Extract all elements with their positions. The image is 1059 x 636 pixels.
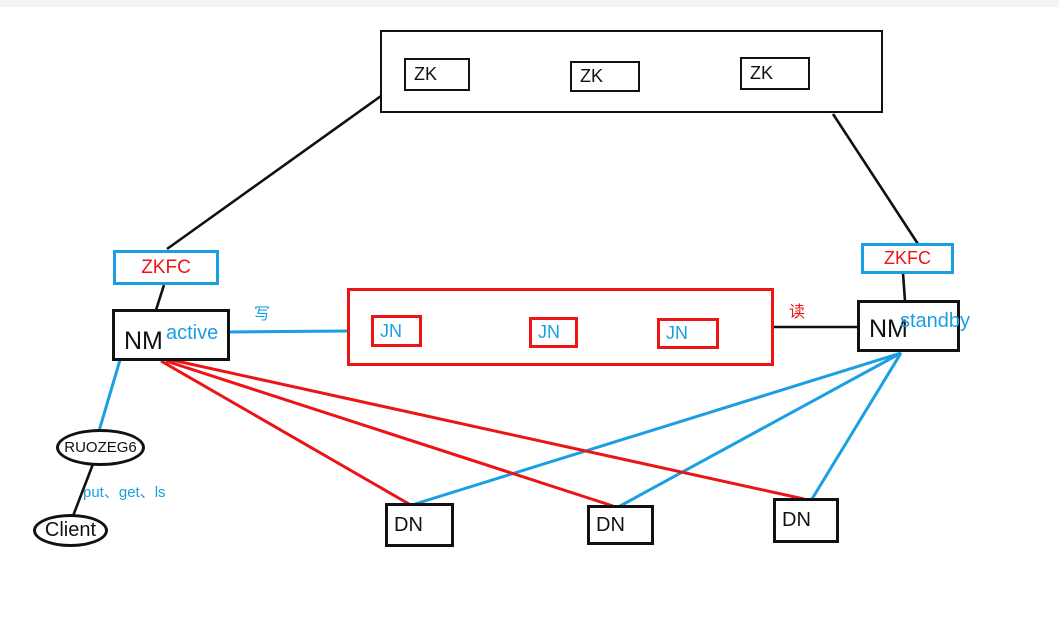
- jn-node-2-label: JN: [538, 322, 560, 342]
- edge-left-nm-to-dn3: [171, 358, 805, 501]
- zkfc-left-box: ZKFC: [113, 250, 219, 285]
- edge-right-zkfc-to-nm: [901, 272, 907, 302]
- jn-node-2: JN: [529, 317, 578, 348]
- zk-node-3: ZK: [740, 57, 810, 90]
- edge-right-nm-to-dn2: [619, 351, 902, 508]
- journal-cluster-box: [347, 288, 774, 366]
- host-ellipse: RUOZEG6: [56, 429, 145, 466]
- edge-left-nm-to-journal-write: [228, 329, 349, 334]
- zkfc-right-box: ZKFC: [861, 243, 954, 274]
- nm-standby-state-label: standby: [900, 310, 971, 332]
- edge-right-nm-to-dn3: [810, 352, 903, 500]
- top-strip: [0, 0, 1059, 7]
- zk-node-3-label: ZK: [750, 63, 774, 83]
- zk-node-2-label: ZK: [580, 66, 604, 86]
- dn-node-2-label: DN: [596, 513, 625, 536]
- write-edge-label: 写: [254, 306, 271, 323]
- nm-standby-label: NM: [869, 315, 908, 343]
- nm-active-box: NM active: [112, 309, 230, 361]
- jn-node-3: JN: [657, 318, 719, 349]
- edge-left-nm-to-host: [97, 359, 122, 432]
- host-label: RUOZEG6: [64, 439, 137, 456]
- read-edge-label: 读: [789, 304, 806, 321]
- dn-node-1: DN: [385, 503, 454, 547]
- jn-node-3-label: JN: [666, 323, 688, 343]
- jn-node-1: JN: [371, 315, 422, 347]
- zkfc-left-label: ZKFC: [141, 256, 191, 278]
- zk-node-2: ZK: [570, 61, 640, 92]
- client-ellipse: Client: [33, 514, 108, 547]
- client-label: Client: [44, 519, 97, 541]
- zk-cluster-box: [380, 30, 883, 113]
- nm-standby-box: NM standby: [857, 300, 970, 352]
- edge-zkcluster-to-right-zkfc: [831, 113, 920, 245]
- dn-node-1-label: DN: [394, 513, 423, 536]
- dn-node-3: DN: [773, 498, 839, 543]
- zkfc-right-label: ZKFC: [884, 248, 931, 268]
- edge-left-zkfc-to-nm: [154, 284, 166, 311]
- zk-node-1: ZK: [404, 58, 470, 91]
- edge-left-nm-to-dn1: [160, 359, 410, 506]
- zk-node-1-label: ZK: [414, 64, 438, 84]
- nm-active-label: NM: [124, 327, 163, 355]
- client-ops-label: put、get、ls: [83, 484, 166, 501]
- edge-zkcluster-to-left-zkfc: [166, 94, 382, 251]
- edge-host-to-client: [71, 463, 95, 517]
- dn-node-3-label: DN: [782, 509, 811, 531]
- edge-right-nm-to-dn1: [414, 351, 902, 506]
- nm-active-state-label: active: [166, 322, 219, 344]
- jn-node-1-label: JN: [380, 320, 402, 341]
- edge-left-nm-to-dn2: [165, 359, 614, 508]
- dn-node-2: DN: [587, 505, 654, 545]
